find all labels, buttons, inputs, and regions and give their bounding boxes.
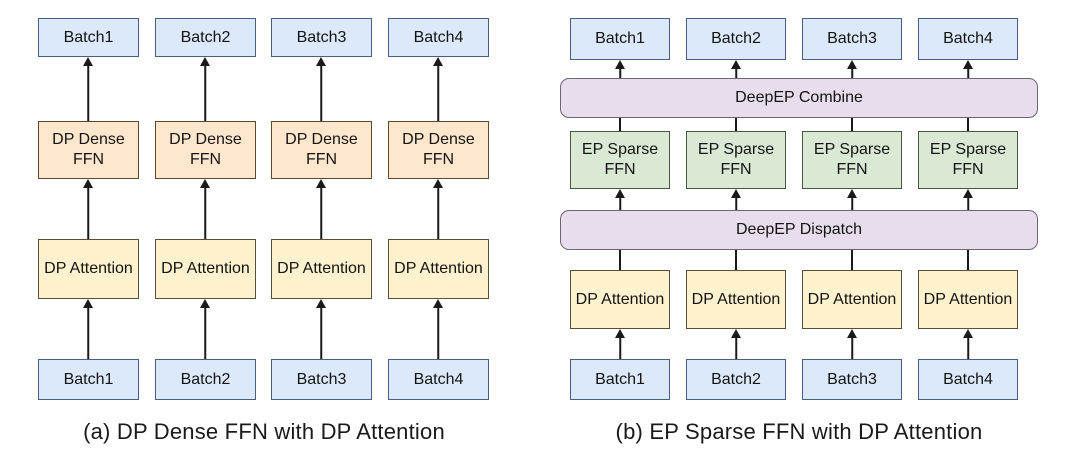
dense-ffn-box: DP Dense FFN [388, 121, 489, 179]
arrow-up-icon [198, 57, 212, 121]
arrow-up-icon [314, 179, 328, 239]
arrow-up-icon [845, 60, 859, 78]
arrow-up-icon [431, 57, 445, 121]
sparse-ffn-box: EP Sparse FFN [802, 131, 902, 189]
arrow-up-icon [961, 189, 975, 210]
attention-box: DP Attention [155, 239, 256, 299]
input-batch-box: Batch2 [686, 359, 786, 400]
attention-box: DP Attention [570, 270, 670, 329]
attention-box: DP Attention [388, 239, 489, 299]
arrow-up-icon [729, 189, 743, 210]
connector-line [967, 118, 969, 131]
sparse-ffn-box: EP Sparse FFN [570, 131, 670, 189]
output-batch-box: Batch1 [38, 18, 139, 57]
arrow-up-icon [961, 329, 975, 359]
connector-line [967, 250, 969, 270]
output-batch-box: Batch3 [802, 18, 902, 60]
arrow-up-icon [961, 60, 975, 78]
arrow-up-icon [81, 299, 95, 359]
output-batch-box: Batch2 [686, 18, 786, 60]
output-batch-box: Batch2 [155, 18, 256, 57]
arrow-up-icon [613, 60, 627, 78]
output-batch-box: Batch1 [570, 18, 670, 60]
arrow-up-icon [81, 57, 95, 121]
attention-box: DP Attention [802, 270, 902, 329]
arrow-up-icon [729, 329, 743, 359]
input-batch-box: Batch4 [388, 359, 489, 400]
arrow-up-icon [845, 189, 859, 210]
arrow-up-icon [845, 329, 859, 359]
arrow-up-icon [431, 299, 445, 359]
sparse-ffn-box: EP Sparse FFN [686, 131, 786, 189]
input-batch-box: Batch3 [802, 359, 902, 400]
dense-ffn-box: DP Dense FFN [38, 121, 139, 179]
caption-b: (b) EP Sparse FFN with DP Attention [615, 419, 983, 444]
input-batch-box: Batch3 [271, 359, 372, 400]
connector-line [735, 250, 737, 270]
input-batch-box: Batch1 [38, 359, 139, 400]
arrow-up-icon [198, 179, 212, 239]
sparse-ffn-box: EP Sparse FFN [918, 131, 1018, 189]
attention-box: DP Attention [38, 239, 139, 299]
dense-ffn-box: DP Dense FFN [271, 121, 372, 179]
input-batch-box: Batch2 [155, 359, 256, 400]
connector-line [851, 250, 853, 270]
output-batch-box: Batch4 [388, 18, 489, 57]
arrow-up-icon [613, 329, 627, 359]
arrow-up-icon [431, 179, 445, 239]
input-batch-box: Batch1 [570, 359, 670, 400]
connector-line [735, 118, 737, 131]
input-batch-box: Batch4 [918, 359, 1018, 400]
arrow-up-icon [729, 60, 743, 78]
output-batch-box: Batch4 [918, 18, 1018, 60]
arrow-up-icon [314, 57, 328, 121]
attention-box: DP Attention [918, 270, 1018, 329]
arrow-up-icon [613, 189, 627, 210]
deepep-combine-bar: DeepEP Combine [560, 78, 1038, 118]
deepep-dispatch-bar: DeepEP Dispatch [560, 210, 1038, 250]
attention-box: DP Attention [271, 239, 372, 299]
caption-a: (a) DP Dense FFN with DP Attention [83, 419, 445, 444]
dense-ffn-box: DP Dense FFN [155, 121, 256, 179]
connector-line [851, 118, 853, 131]
arrow-up-icon [81, 179, 95, 239]
arrow-up-icon [314, 299, 328, 359]
connector-line [619, 250, 621, 270]
output-batch-box: Batch3 [271, 18, 372, 57]
attention-box: DP Attention [686, 270, 786, 329]
connector-line [619, 118, 621, 131]
arrow-up-icon [198, 299, 212, 359]
